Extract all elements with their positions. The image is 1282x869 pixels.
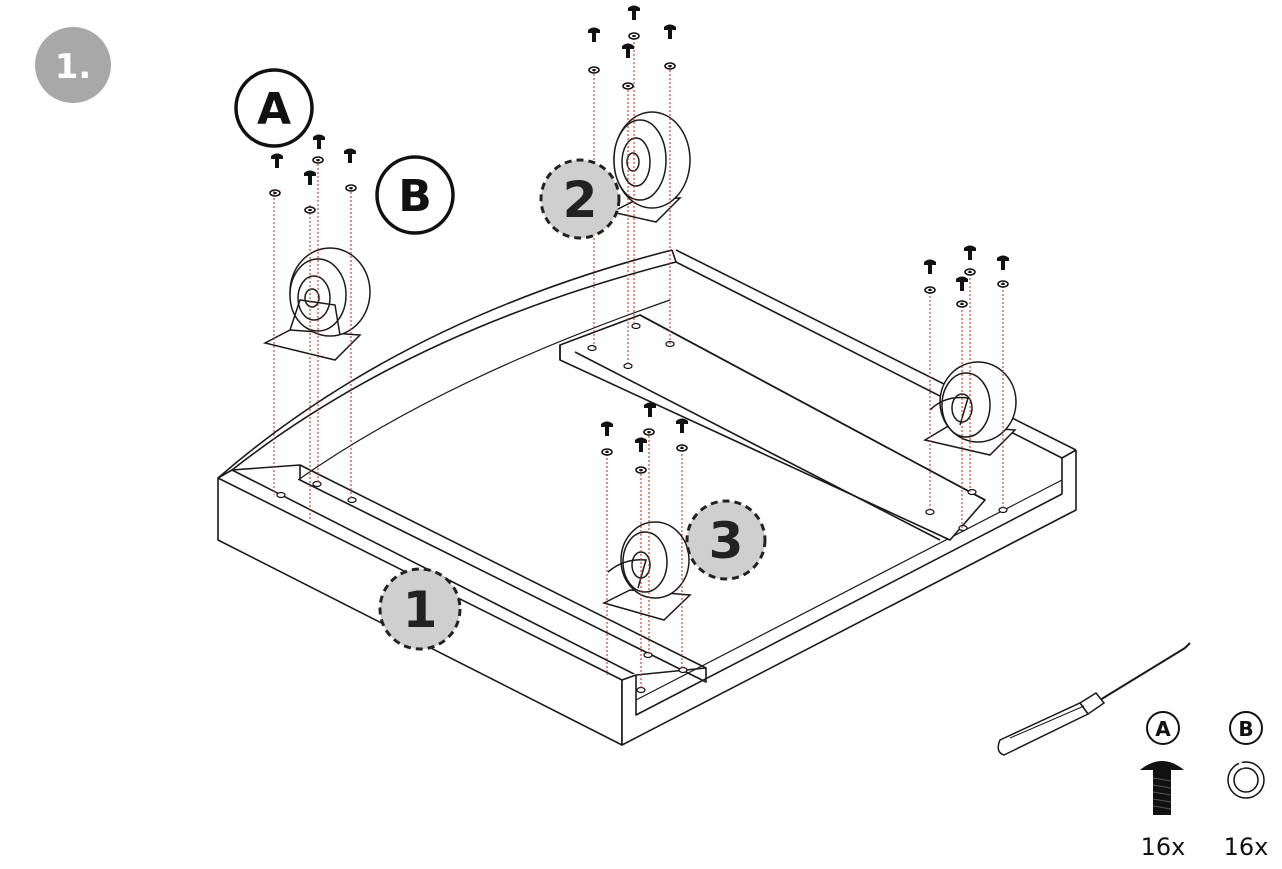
- part-1-label: 1: [403, 581, 438, 639]
- caster-wheel-back: [609, 111, 691, 223]
- legend-screw-label: A: [1155, 717, 1171, 741]
- caster-wheel-front: [601, 521, 692, 621]
- washer-quantity: 16x: [1224, 833, 1269, 861]
- washer-label: B: [398, 171, 432, 222]
- part-2-label: 2: [563, 171, 598, 229]
- callout-screw-label: A: [234, 68, 314, 148]
- part-badge-1: 1: [378, 567, 462, 651]
- screwdriver-icon: [997, 642, 1191, 756]
- part-badge-2: 2: [539, 158, 621, 240]
- washer-icon: [1227, 761, 1265, 799]
- step-number: 1.: [55, 47, 92, 87]
- screws-and-washers: [269, 5, 1009, 474]
- hardware-screw-legend: A 16x: [1140, 711, 1186, 861]
- screw-icon: [1140, 761, 1184, 815]
- alignment-guides: [273, 38, 1004, 690]
- step-number-badge: 1.: [35, 27, 111, 103]
- screw-label: A: [257, 84, 291, 135]
- callout-washer-label: B: [375, 155, 455, 235]
- part-3-label: 3: [709, 512, 744, 570]
- screw-quantity: 16x: [1141, 833, 1186, 861]
- part-badge-3: 3: [685, 499, 767, 581]
- legend-washer-label: B: [1238, 717, 1253, 741]
- hardware-washer-legend: B 16x: [1224, 711, 1269, 861]
